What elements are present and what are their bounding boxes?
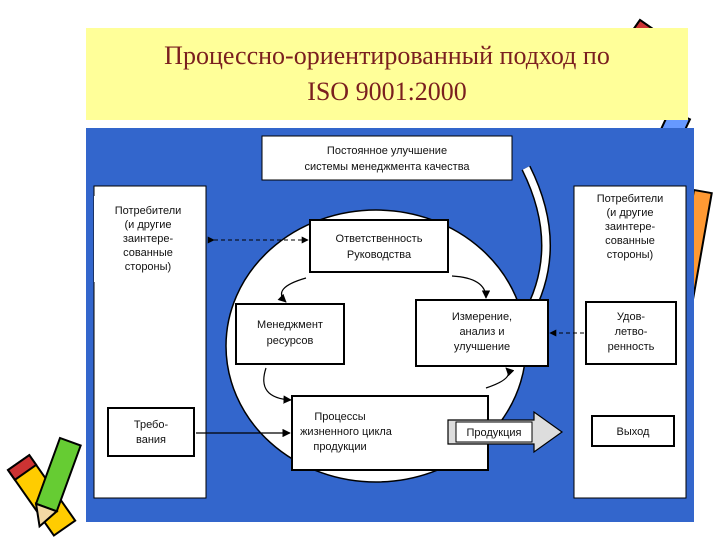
customers-left-box	[94, 196, 198, 282]
customers-left-line-5: стороны)	[125, 261, 171, 273]
improvement-line-1: Постоянное улучшение	[327, 145, 447, 157]
customers-left-line-4: сованные	[123, 247, 173, 259]
customers-right-line-3: заинтере-	[605, 221, 656, 233]
product-label: Продукция	[466, 427, 521, 439]
responsibility-line-2: Руководства	[347, 249, 412, 261]
resources-line-1: Менеджмент	[257, 319, 323, 331]
cycle-arrow-bottom-right	[485, 367, 515, 389]
customers-left-line-2: (и другие	[124, 219, 171, 231]
processes-line-2: жизненного цикла	[300, 426, 393, 438]
customers-right-line-5: стороны)	[607, 249, 653, 261]
responsibility-box	[309, 219, 449, 273]
title-line-1: Процессно-ориентированный подход по	[164, 41, 610, 70]
cycle-arrow-bottom-left	[263, 367, 292, 404]
improvement-box	[261, 135, 513, 181]
satisfaction-line-3: ренность	[608, 341, 655, 353]
satisfaction-box	[585, 301, 677, 365]
satisfaction-line-1: Удов-	[617, 311, 646, 323]
slide-title: Процессно-ориентированный подход по ISO …	[86, 28, 688, 120]
responsibility-line-1: Ответственность	[336, 233, 423, 245]
customers-left-line-1: Потребители	[115, 205, 182, 217]
process-diagram: Постоянное улучшение системы менеджмента…	[86, 128, 694, 522]
satisfaction-line-2: летво-	[615, 326, 648, 338]
processes-line-1: Процессы	[314, 411, 365, 423]
measurement-line-2: анализ и	[459, 326, 504, 338]
requirements-box	[107, 407, 195, 457]
requirements-line-1: Требо-	[134, 419, 169, 431]
cycle-arrow-right	[451, 275, 491, 299]
output-box	[591, 415, 675, 447]
processes-line-3: продукции	[313, 441, 366, 453]
measurement-line-3: улучшение	[454, 341, 510, 353]
customers-right-line-2: (и другие	[606, 207, 653, 219]
resources-box	[235, 303, 345, 365]
title-line-2: ISO 9001:2000	[307, 77, 467, 106]
customers-right-line-4: сованные	[605, 235, 655, 247]
improvement-line-2: системы менеджмента качества	[304, 161, 470, 173]
output-label: Выход	[617, 426, 650, 438]
measurement-line-1: Измерение,	[452, 311, 512, 323]
cycle-arrow-left	[277, 277, 307, 303]
resources-line-2: ресурсов	[267, 335, 314, 347]
customers-right-line-1: Потребители	[597, 193, 664, 205]
customers-left-line-3: заинтере-	[123, 233, 174, 245]
measurement-box	[415, 299, 549, 367]
product-box	[455, 421, 533, 443]
requirements-line-2: вания	[136, 434, 166, 446]
